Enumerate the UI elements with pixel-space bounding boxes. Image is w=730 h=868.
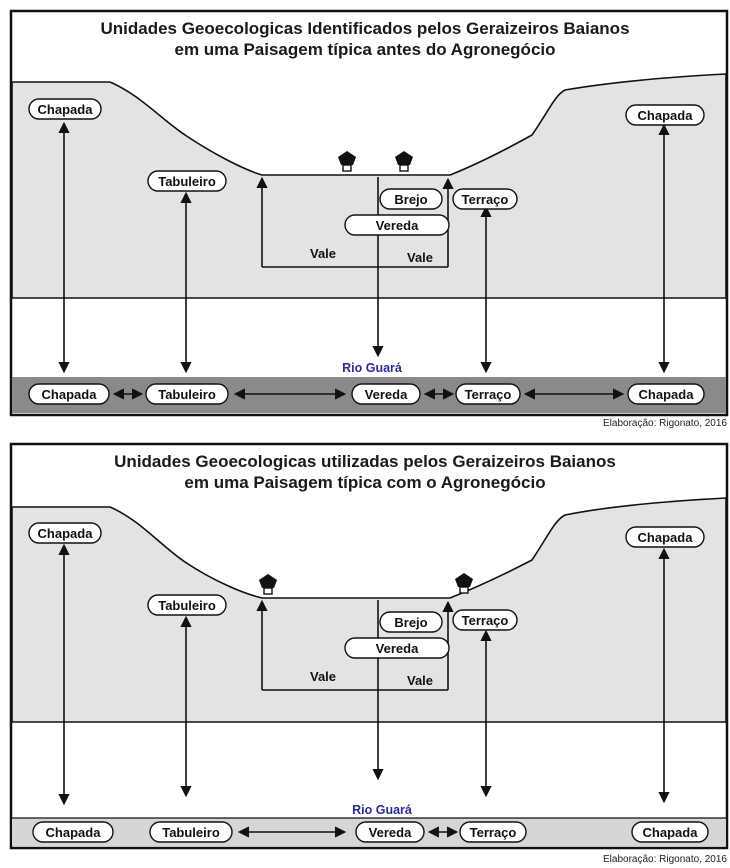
label-pill	[625, 526, 705, 548]
label-terraco: Terraço	[462, 613, 509, 628]
label-pill	[379, 611, 443, 633]
label-tabuleiro: Tabuleiro	[158, 174, 216, 189]
bottom-label-chapada-right: Chapada	[643, 825, 699, 840]
bottom-label-vereda: Vereda	[365, 387, 408, 402]
panel-title-line1: Unidades Geoecologicas utilizadas pelos …	[114, 452, 616, 471]
label-pill	[627, 383, 705, 405]
panel-title-line2: em uma Paisagem típica antes do Agronegó…	[174, 40, 555, 59]
label-brejo: Brejo	[394, 615, 427, 630]
label-pill	[355, 821, 425, 843]
label-pill	[344, 214, 450, 236]
label-vereda: Vereda	[376, 641, 419, 656]
panel-title-line1: Unidades Geoecologicas Identificados pel…	[100, 19, 629, 38]
label-pill	[459, 821, 527, 843]
label-chapada-left: Chapada	[38, 526, 94, 541]
label-pill	[344, 637, 450, 659]
river-label: Rio Guará	[352, 803, 412, 817]
credit-panel2: Elaboração: Rigonato, 2016	[603, 854, 727, 865]
label-pill	[28, 522, 102, 544]
label-pill	[28, 383, 110, 405]
label-tabuleiro: Tabuleiro	[158, 598, 216, 613]
label-brejo: Brejo	[394, 192, 427, 207]
label-vale-left: Vale	[310, 669, 336, 684]
label-pill	[452, 609, 518, 631]
label-pill	[351, 383, 421, 405]
label-pill	[379, 188, 443, 210]
label-pill	[625, 104, 705, 126]
bottom-label-terraco: Terraço	[465, 387, 512, 402]
label-vereda: Vereda	[376, 218, 419, 233]
label-chapada-right: Chapada	[638, 530, 694, 545]
label-chapada-left: Chapada	[38, 102, 94, 117]
label-pill	[32, 821, 114, 843]
label-pill	[455, 383, 521, 405]
label-pill	[452, 188, 518, 210]
label-terraco: Terraço	[462, 192, 509, 207]
label-pill	[147, 170, 227, 192]
label-pill	[28, 98, 102, 120]
credit-panel1: Elaboração: Rigonato, 2016	[603, 418, 727, 429]
label-vale-left: Vale	[310, 246, 336, 261]
bottom-label-tabuleiro: Tabuleiro	[162, 825, 220, 840]
bottom-label-vereda: Vereda	[369, 825, 412, 840]
panel-with-agribusiness: Unidades Geoecologicas utilizadas pelos …	[9, 442, 729, 850]
river-label: Rio Guará	[342, 361, 402, 375]
label-vale-right: Vale	[407, 673, 433, 688]
bottom-label-terraco: Terraço	[470, 825, 517, 840]
bottom-label-chapada-right: Chapada	[639, 387, 695, 402]
panel-title-line2: em uma Paisagem típica com o Agronegócio	[184, 473, 545, 492]
label-chapada-right: Chapada	[638, 108, 694, 123]
label-pill	[631, 821, 709, 843]
label-pill	[149, 821, 233, 843]
label-vale-right: Vale	[407, 250, 433, 265]
bottom-label-chapada-left: Chapada	[46, 825, 102, 840]
label-pill	[145, 383, 229, 405]
label-pill	[147, 594, 227, 616]
bottom-label-chapada-left: Chapada	[42, 387, 98, 402]
bottom-label-tabuleiro: Tabuleiro	[158, 387, 216, 402]
panel-before-agribusiness: Unidades Geoecologicas Identificados pel…	[9, 9, 729, 417]
